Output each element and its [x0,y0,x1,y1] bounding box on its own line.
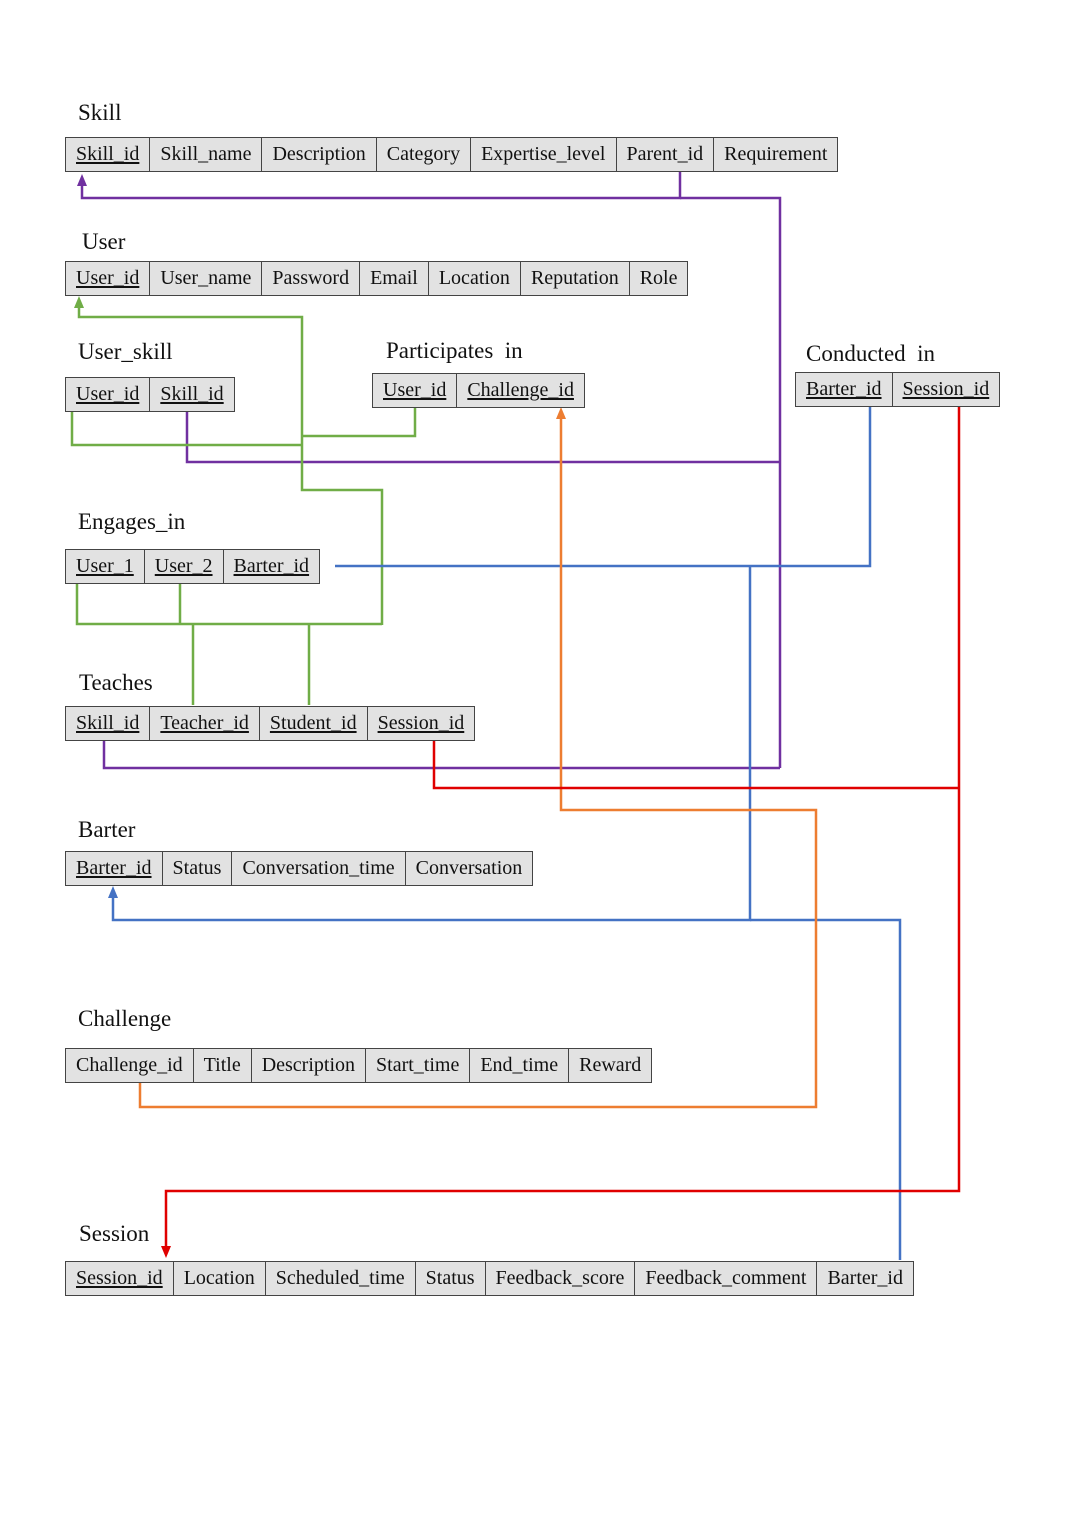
teaches-attr-student-id: Student_id [258,707,367,740]
barter-links [108,407,902,1260]
challenge-attr-start-time: Start_time [365,1049,469,1082]
user-attr-password: Password [261,262,359,295]
session-attr-scheduled-time: Scheduled_time [264,1262,415,1295]
teaches-attr-skill-id: Skill_id [76,712,140,734]
session-table-title: Session [79,1221,150,1246]
session-attr-location: Location [172,1262,265,1295]
teaches-skill-link [102,740,780,770]
skill-arrowhead [77,174,87,186]
session-attr-feedback-score: Feedback_score [484,1262,635,1295]
barter-attr-status: Status [161,852,232,885]
skill-attr-description: Description [261,138,375,171]
engages-user-link [75,582,382,626]
conducted-in-table: Barter_id Session_id [795,372,1001,407]
participates-in-attr-user-id: User_id [383,379,447,401]
skill-parent-link [80,172,682,200]
challenge-arrowhead [556,407,566,419]
challenge-links [138,407,818,1109]
user-skill-table-title: User_skill [78,339,173,364]
skill-table-title: Skill [78,100,122,125]
barter-attr-conversation-time: Conversation_time [231,852,404,885]
user-attr-user-id: User_id [76,267,140,289]
engages-in-attr-user-1: User_1 [76,555,134,577]
skill-attr-category: Category [375,138,470,171]
session-links [161,407,961,1258]
engages-in-attr-barter-id: Barter_id [222,550,320,583]
barter-attr-barter-id: Barter_id [76,857,152,879]
teaches-session-link [432,740,959,790]
barter-arrowhead [108,886,118,898]
engages-in-attr-user-2: User_2 [143,550,223,583]
user-attr-email: Email [359,262,428,295]
participates-user-link [302,407,417,438]
user-skill-user-link [70,410,302,447]
user-attr-reputation: Reputation [519,262,629,295]
user-arrowhead [74,296,84,308]
challenge-attr-reward: Reward [568,1049,651,1082]
barter-main-line [111,566,752,922]
teaches-table-title: Teaches [79,670,153,695]
session-attr-status: Status [414,1262,485,1295]
participates-in-table-title: Participates in [386,338,523,363]
challenge-table-title: Challenge [78,1006,172,1031]
conducted-session-link [164,407,961,1252]
conducted-barter-link [335,407,872,568]
teaches-user-link [191,624,311,705]
user-main-line [77,302,384,625]
session-barter-link [750,918,902,1260]
skill-attr-skill-id: Skill_id [76,143,140,165]
user-table-title: User [82,229,126,254]
skill-attr-requirement: Requirement [713,138,837,171]
engages-in-table-title: Engages_in [78,509,186,534]
user-attr-user-name: User_name [149,262,261,295]
skill-main-line [680,196,782,768]
user-skill-attr-skill-id: Skill_id [149,378,233,411]
challenge-main-line [138,413,818,1109]
teaches-attr-session-id: Session_id [366,707,475,740]
challenge-attr-title: Title [192,1049,251,1082]
user-skill-attr-user-id: User_id [76,383,140,405]
user-links [70,296,417,705]
session-attr-session-id: Session_id [76,1267,163,1289]
user-skill-table: User_id Skill_id [65,377,235,412]
skill-links [77,172,782,770]
participates-in-table: User_id Challenge_id [372,373,585,408]
conducted-in-attr-session-id: Session_id [891,373,1000,406]
session-attr-feedback-comment: Feedback_comment [634,1262,816,1295]
user-skill-skill-link [185,410,780,464]
skill-attr-expertise-level: Expertise_level [470,138,615,171]
conducted-in-table-title: Conducted in [806,341,936,366]
barter-attr-conversation: Conversation [404,852,533,885]
session-attr-barter-id: Barter_id [816,1262,913,1295]
conducted-in-attr-barter-id: Barter_id [806,378,882,400]
barter-table-title: Barter [78,817,136,842]
user-attr-location: Location [427,262,520,295]
challenge-attr-end-time: End_time [469,1049,568,1082]
skill-attr-parent-id: Parent_id [615,138,714,171]
challenge-attr-challenge-id: Challenge_id [76,1054,183,1076]
teaches-attr-teacher-id: Teacher_id [149,707,259,740]
user-attr-role: Role [628,262,688,295]
skill-attr-skill-name: Skill_name [149,138,261,171]
session-arrowhead [161,1246,171,1258]
participates-in-attr-challenge-id: Challenge_id [456,374,584,407]
challenge-attr-description: Description [250,1049,365,1082]
